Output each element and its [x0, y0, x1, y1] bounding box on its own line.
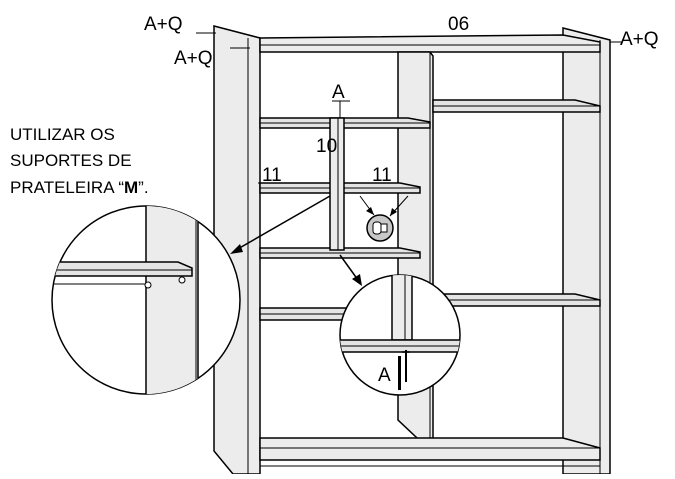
label-a-q-left-1: A+Q — [144, 14, 183, 35]
label-a-q-left-2: A+Q — [174, 48, 213, 69]
bottom-panel — [259, 437, 601, 467]
top-panel — [259, 34, 601, 53]
label-06: 06 — [448, 14, 469, 35]
label-11-left: 11 — [262, 165, 282, 186]
instruction-line-1: UTILIZAR OS — [10, 125, 115, 144]
label-a-q-right: A+Q — [620, 29, 659, 50]
arrow-to-left-detail — [230, 195, 331, 254]
right-detail-circle: A — [339, 274, 461, 396]
detail-label-a: A — [378, 365, 391, 386]
right-side-panel — [562, 27, 611, 475]
left-detail-circle — [51, 205, 241, 395]
label-a: A — [332, 82, 345, 103]
instruction-line-3: PRATELEIRA “M”. — [10, 178, 149, 197]
instruction-line-2: SUPORTES DE — [10, 151, 132, 170]
right-shelf-lower — [439, 293, 601, 307]
label-10: 10 — [316, 136, 337, 157]
shelf-support-icon — [359, 195, 409, 242]
arrow-to-right-detail — [339, 254, 362, 286]
right-shelf-upper — [432, 99, 601, 113]
small-vertical-divider — [329, 117, 345, 251]
label-11-right: 11 — [372, 165, 392, 186]
left-shelf-middle — [259, 247, 421, 259]
left-shelf-top — [259, 117, 431, 129]
